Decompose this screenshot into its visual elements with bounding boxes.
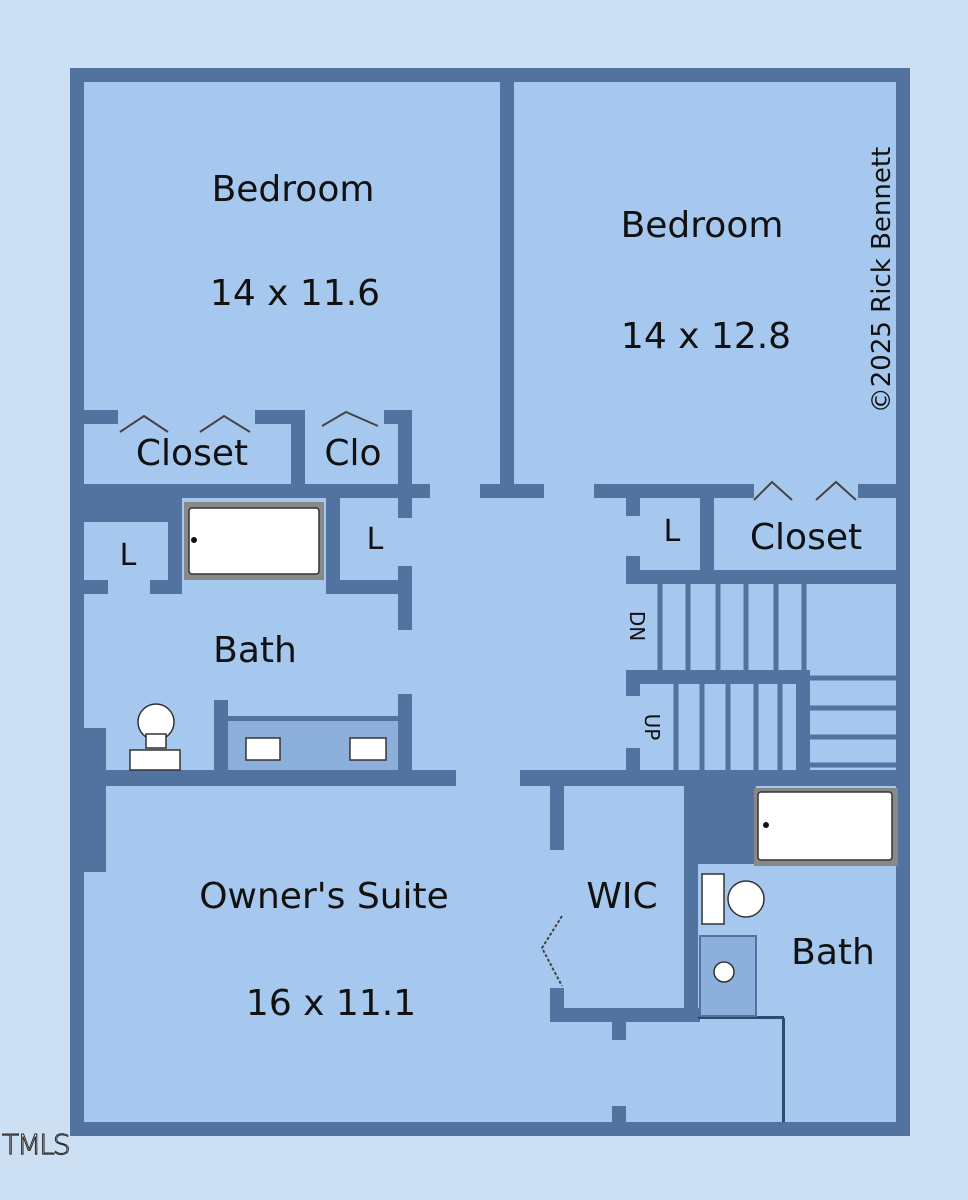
mls-watermark: TMLS (2, 1128, 72, 1162)
toilet-icon (129, 703, 181, 771)
vanity-icon (228, 716, 398, 770)
room-label-bedroom-1: Bedroom (211, 169, 375, 210)
room-label-bedroom-2: Bedroom (620, 205, 784, 246)
room-label-closet-small: Clo (324, 433, 382, 474)
room-label-linen-1: L (119, 538, 137, 573)
owners-sink-icon (699, 935, 757, 1017)
bedroom-divider-wall (500, 82, 514, 492)
room-label-linen-2: L (366, 522, 384, 557)
outer-walls (70, 68, 910, 1136)
closet-door-arcs (119, 410, 379, 433)
copyright-notice: ©2025 Rick Bennett (867, 146, 897, 414)
owners-bathtub-icon (754, 788, 898, 866)
right-hall-walls (594, 484, 896, 584)
room-label-owners-bath: Bath (791, 932, 875, 973)
room-label-hall-bath: Bath (213, 630, 297, 671)
floor-area (84, 82, 896, 1122)
bathtub-icon (184, 502, 324, 580)
stairs-down-label: DN (625, 610, 649, 642)
room-dimensions-bedroom-1: 14 x 11.6 (209, 273, 381, 314)
bedroom-2-closet-door-arcs (753, 480, 857, 501)
staircase (626, 584, 896, 774)
room-dimensions-bedroom-2: 14 x 12.8 (620, 316, 792, 357)
room-label-owners-suite: Owner's Suite (199, 876, 449, 917)
room-label-closet-bedroom-2: Closet (749, 517, 863, 558)
room-label-closet-bedroom-1: Closet (135, 433, 249, 474)
bedroom-1-closet-walls (84, 410, 430, 518)
hall-bath-walls (84, 498, 456, 786)
room-dimensions-owners-suite: 16 x 11.1 (245, 983, 417, 1024)
wic-door-arc (540, 915, 563, 987)
suite-walls (520, 770, 896, 1124)
room-label-wic: WIC (586, 876, 658, 917)
owners-toilet-icon (701, 873, 765, 925)
room-label-linen-3: L (663, 514, 681, 549)
stairs-up-label: UP (640, 713, 664, 741)
